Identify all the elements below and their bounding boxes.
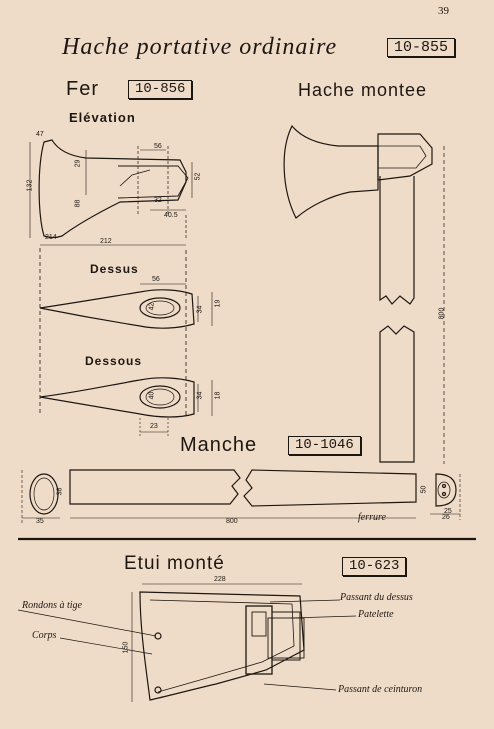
hache-montee-heading: Hache montee	[298, 80, 428, 100]
dessous-view	[39, 377, 213, 436]
dim-label: 40	[148, 391, 156, 400]
manche-ref-box: 10-1046	[288, 436, 361, 455]
dim-label: 800	[438, 307, 446, 320]
dim-label: 29	[74, 159, 82, 168]
dim-label: 35	[36, 518, 44, 525]
dim-label: 18	[214, 391, 222, 400]
dim-label: 56	[154, 143, 162, 150]
dim-label: 800	[226, 518, 238, 525]
dessus-view	[39, 283, 213, 329]
dim-label: 56	[152, 276, 160, 283]
page-title: Hache portative ordinaire	[62, 34, 338, 60]
callout-corps: Corps	[32, 630, 57, 641]
dim-label: 212	[100, 238, 112, 245]
hache-montee-view	[283, 124, 445, 464]
etui-view	[17, 583, 357, 702]
dim-label: 34	[196, 391, 204, 400]
dim-label: 25	[444, 508, 452, 515]
dim-label: 38	[56, 487, 64, 496]
dim-label: 26	[442, 514, 450, 521]
etui-heading: Etui monté	[124, 553, 225, 574]
dessus-label: Dessus	[90, 262, 139, 276]
fer-ref-box: 10-856	[128, 80, 193, 99]
elevation-label: Elévation	[69, 110, 136, 125]
elevation-view	[29, 139, 193, 415]
dim-label: 214	[45, 234, 57, 241]
callout-patelette: Patelette	[358, 609, 394, 620]
dim-label: 50	[420, 485, 428, 494]
manche-heading: Manche	[180, 434, 258, 456]
callout-passant-ceinturon: Passant de ceinturon	[338, 684, 423, 695]
dim-label: 23	[150, 423, 158, 430]
dim-label: 42	[148, 302, 156, 311]
page-number: 39	[438, 5, 449, 17]
dim-label: 47	[36, 131, 44, 138]
etui-ref-box: 10-623	[342, 557, 407, 576]
dim-label: 228	[214, 576, 226, 583]
callout-rondons: Rondons à tige	[22, 600, 82, 611]
callout-passant-dessus: Passant du dessus	[340, 592, 413, 603]
manche-view	[21, 469, 461, 525]
title-ref-box: 10-855	[387, 38, 456, 57]
dim-label: 132	[26, 179, 34, 192]
ferrure-label: ferrure	[358, 512, 386, 523]
dim-label: 32	[154, 197, 162, 204]
dim-label: 52	[194, 172, 202, 181]
dessous-label: Dessous	[85, 354, 143, 368]
dim-label: 19	[214, 299, 222, 308]
dim-label: 40.5	[164, 212, 178, 219]
dim-label: 88	[74, 199, 82, 208]
fer-heading: Fer	[66, 78, 99, 100]
dim-label: 150	[122, 641, 130, 654]
dim-label: 34	[196, 305, 204, 314]
